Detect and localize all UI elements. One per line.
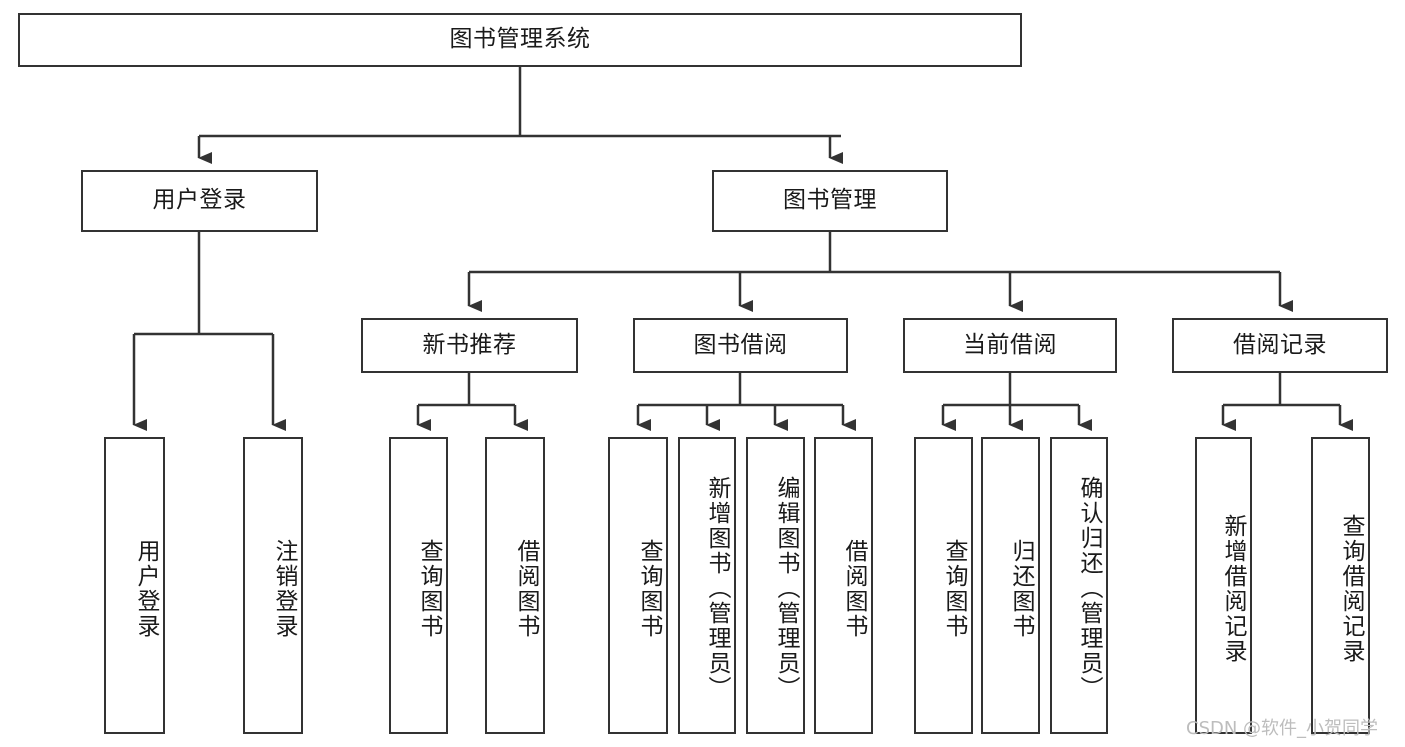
- leaf-confirm-return[interactable]: 确认归还（管理员）: [1050, 437, 1108, 734]
- node-label: 新增图书（管理员）: [704, 476, 730, 701]
- leaf-query-book-2[interactable]: 查询图书: [608, 437, 668, 734]
- node-label: 编辑图书（管理员）: [773, 476, 799, 701]
- node-label: 借阅图书: [841, 538, 867, 639]
- node-label: 借阅图书: [513, 538, 539, 639]
- node-label: 用户登录: [133, 538, 159, 639]
- node-label: 图书管理系统: [449, 26, 591, 53]
- node-label: 确认归还（管理员）: [1076, 476, 1102, 701]
- node-label: 新增借阅记录: [1220, 513, 1246, 664]
- node-label: 注销登录: [271, 538, 297, 639]
- leaf-return-book[interactable]: 归还图书: [981, 437, 1040, 734]
- leaf-query-book-3[interactable]: 查询图书: [914, 437, 973, 734]
- node-new-book-recommend[interactable]: 新书推荐: [361, 318, 578, 373]
- node-root-system[interactable]: 图书管理系统: [18, 13, 1022, 67]
- leaf-borrow-book-1[interactable]: 借阅图书: [485, 437, 545, 734]
- node-current-borrow[interactable]: 当前借阅: [903, 318, 1117, 373]
- node-book-borrow[interactable]: 图书借阅: [633, 318, 848, 373]
- node-label: 查询图书: [416, 538, 442, 639]
- leaf-user-logout[interactable]: 注销登录: [243, 437, 303, 734]
- leaf-user-login[interactable]: 用户登录: [104, 437, 165, 734]
- node-label: 查询借阅记录: [1338, 513, 1364, 664]
- node-label: 归还图书: [1008, 538, 1034, 639]
- node-label: 用户登录: [152, 187, 247, 214]
- node-label: 新书推荐: [422, 331, 517, 358]
- node-label: 借阅记录: [1233, 331, 1327, 358]
- node-book-management[interactable]: 图书管理: [712, 170, 948, 232]
- node-borrow-record[interactable]: 借阅记录: [1172, 318, 1388, 373]
- node-label: 图书借阅: [693, 331, 788, 358]
- leaf-query-borrow-record[interactable]: 查询借阅记录: [1311, 437, 1370, 734]
- leaf-borrow-book-2[interactable]: 借阅图书: [814, 437, 873, 734]
- node-label: 查询图书: [941, 538, 967, 639]
- leaf-add-book[interactable]: 新增图书（管理员）: [678, 437, 736, 734]
- node-user-login[interactable]: 用户登录: [81, 170, 318, 232]
- leaf-query-book-1[interactable]: 查询图书: [389, 437, 448, 734]
- leaf-edit-book[interactable]: 编辑图书（管理员）: [746, 437, 805, 734]
- node-label: 查询图书: [636, 538, 662, 639]
- node-label: 图书管理: [783, 187, 877, 214]
- node-label: 当前借阅: [963, 331, 1057, 358]
- leaf-add-borrow-record[interactable]: 新增借阅记录: [1195, 437, 1252, 734]
- csdn-watermark: CSDN @软件_小贺同学: [1186, 718, 1379, 739]
